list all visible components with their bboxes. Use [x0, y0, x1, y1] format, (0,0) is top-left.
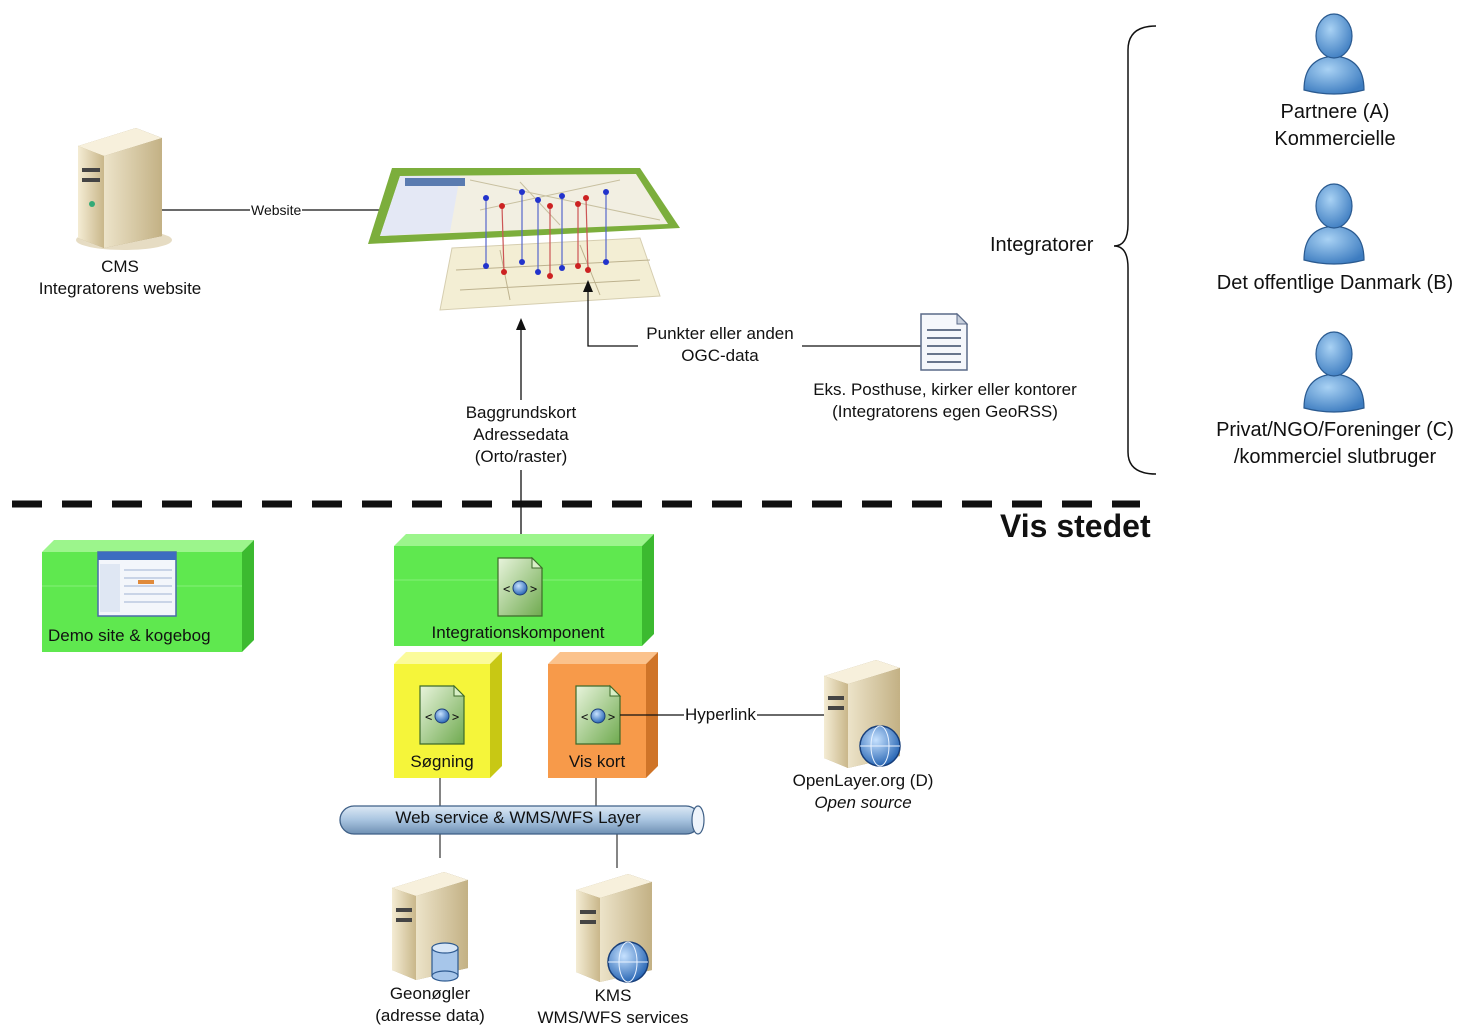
website-link-label[interactable]: Website: [250, 199, 303, 221]
kms-line2: WMS/WFS services: [537, 1008, 689, 1027]
ogc-label: Punkter eller anden OGC-data: [638, 323, 802, 367]
kms-label: KMS WMS/WFS services: [528, 985, 698, 1029]
ogc-arrowhead: [583, 280, 593, 292]
integratorer-brace: [1113, 25, 1157, 475]
georss-label: Eks. Posthuse, kirker eller kontorer (In…: [790, 379, 1100, 423]
viskort-code-icon: < >: [575, 684, 622, 745]
openlayer-line1: OpenLayer.org (D): [792, 771, 934, 790]
kms-line1: KMS: [594, 986, 632, 1005]
viskort-box-label[interactable]: Vis kort: [568, 752, 626, 771]
svg-text:<: <: [581, 710, 588, 724]
search-code-icon: < >: [419, 684, 466, 745]
geonogler-server-icon: [392, 872, 468, 982]
georss-line1: Eks. Posthuse, kirker eller kontorer: [813, 380, 1077, 399]
ogc-line2: OGC-data: [681, 346, 759, 365]
person-c-label: Privat/NGO/Foreninger (C) /kommerciel sl…: [1190, 417, 1472, 471]
person-b-label: Det offentlige Danmark (B): [1190, 270, 1472, 297]
openlayer-line2: Open source: [814, 793, 912, 812]
person-a-line2: Kommercielle: [1274, 128, 1396, 150]
baggrund-line1: Baggrundskort: [465, 403, 577, 422]
georss-line2: (Integratorens egen GeoRSS): [832, 402, 1058, 421]
person-a-label: Partnere (A) Kommercielle: [1190, 99, 1472, 153]
person-a-line1: Partnere (A): [1280, 101, 1390, 123]
openlayer-label: OpenLayer.org (D) Open source: [770, 770, 956, 814]
person-icon-a: [1303, 13, 1365, 95]
person-icon-c: [1303, 331, 1365, 413]
cms-server-icon: [76, 128, 172, 250]
person-c-line2: /kommerciel slutbruger: [1233, 446, 1437, 468]
svg-text:>: >: [608, 710, 615, 724]
person-c-line1: Privat/NGO/Foreninger (C): [1216, 419, 1454, 441]
ogc-line1: Punkter eller anden: [646, 324, 794, 343]
svg-text:>: >: [452, 710, 459, 724]
demo-screenshot-icon: [97, 551, 177, 617]
geonogler-label: Geonøgler (adresse data): [360, 983, 500, 1027]
search-box-label[interactable]: Søgning: [410, 752, 474, 771]
cms-label-line1: CMS: [101, 257, 139, 276]
person-icon-b: [1303, 183, 1365, 265]
integratorer-label: Integratorer: [990, 234, 1094, 256]
integration-box-label[interactable]: Integrationskomponent: [431, 623, 605, 642]
integration-code-icon: < >: [497, 556, 544, 617]
baggrund-line2: Adressedata: [473, 425, 569, 444]
layer-label: Web service & WMS/WFS Layer: [395, 808, 641, 827]
layer-tube: [339, 805, 705, 835]
baggrund-line3: (Orto/raster): [474, 447, 568, 466]
cms-label: CMS Integratorens website: [30, 256, 210, 300]
cms-label-line2: Integratorens website: [38, 279, 202, 298]
page-title: Vis stedet: [1000, 508, 1151, 544]
svg-text:<: <: [503, 582, 510, 596]
baggrund-label: Baggrundskort Adressedata (Orto/raster): [450, 402, 592, 468]
geonogler-line1: Geonøgler: [389, 984, 471, 1003]
baggrund-arrowhead: [516, 318, 526, 330]
person-b-line1: Det offentlige Danmark (B): [1216, 272, 1454, 294]
geonogler-line2: (adresse data): [375, 1006, 485, 1025]
svg-text:>: >: [530, 582, 537, 596]
hyperlink-label[interactable]: Hyperlink: [684, 704, 757, 726]
kms-server-icon: [576, 874, 652, 983]
svg-text:<: <: [425, 710, 432, 724]
georss-document-icon: [920, 312, 969, 371]
openlayer-server-icon: [824, 660, 901, 768]
demo-box-label[interactable]: Demo site & kogebog: [48, 626, 211, 645]
website-map-icon: [368, 168, 680, 311]
